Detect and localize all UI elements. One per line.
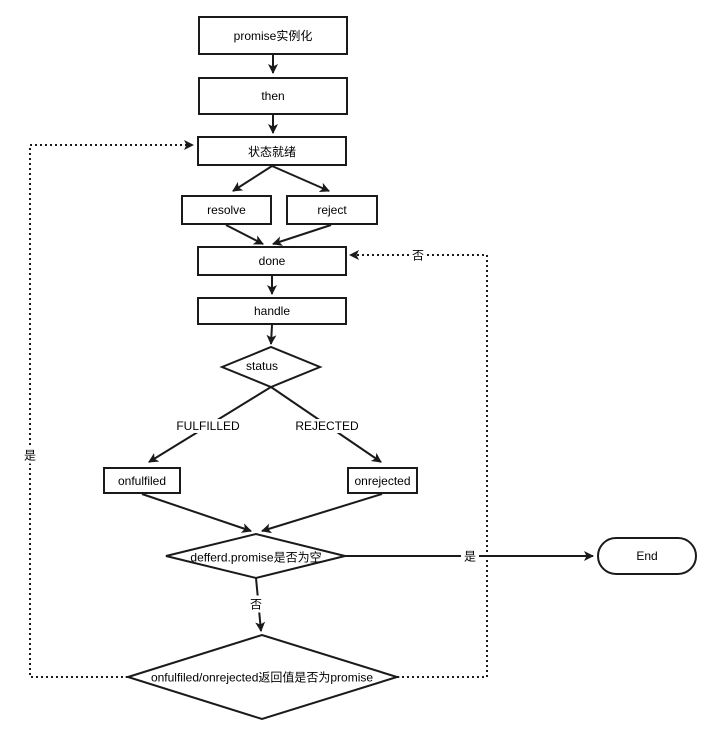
edge-reject-to-done: [272, 224, 332, 246]
node-onfulfiled-label: onfulfiled: [117, 473, 167, 488]
decision-status-label: status: [245, 359, 279, 373]
node-promise-init-label: promise实例化: [233, 29, 313, 43]
edge-onrejected-to-deferred: [261, 493, 383, 534]
node-reject: reject: [286, 195, 378, 225]
edge-resolve-to-done: [225, 224, 264, 245]
decision-shapes: [124, 345, 401, 721]
edge-return-yes-loop-to-ready: [29, 140, 194, 678]
edge-label-no-right-loop: 否: [408, 246, 428, 264]
edge-onfulfiled-to-deferred: [141, 493, 252, 533]
edge-label-no-down: 否: [246, 595, 266, 613]
diamond-return-check-shape: [124, 633, 401, 721]
node-resolve-label: resolve: [207, 203, 246, 217]
edge-return-no-loop-to-done: [349, 250, 488, 678]
node-done: done: [197, 246, 347, 276]
node-handle: handle: [197, 297, 347, 325]
diamond-deferred-shape: [165, 532, 346, 580]
node-onfulfiled: onfulfiled: [103, 467, 181, 494]
node-then: then: [198, 77, 348, 115]
node-promise-init: promise实例化: [198, 16, 348, 55]
decision-return-check-label: onfulfiled/onrejected返回值是否为promise: [150, 670, 374, 685]
node-status-ready-label: 状态就绪: [247, 144, 296, 159]
edge-ready-to-resolve: [232, 165, 273, 192]
edge-label-yes-left-loop: 是: [20, 446, 40, 464]
node-end-label: End: [636, 549, 658, 563]
node-onrejected-label: onrejected: [354, 473, 411, 488]
node-end: End: [597, 537, 697, 575]
edge-label-fulfilled: FULFILLED: [173, 419, 243, 433]
edge-label-rejected: REJECTED: [292, 419, 362, 433]
decision-deferred-label: defferd.promise是否为空: [190, 550, 322, 565]
node-resolve: resolve: [181, 195, 272, 225]
diamond-status-shape: [219, 345, 323, 389]
node-status-ready: 状态就绪: [197, 136, 347, 166]
node-done-label: done: [258, 254, 286, 268]
edge-handle-to-status: [266, 324, 277, 345]
node-handle-label: handle: [253, 304, 291, 318]
node-reject-label: reject: [317, 203, 347, 217]
edge-ready-to-reject: [271, 165, 330, 192]
node-onrejected: onrejected: [347, 467, 418, 494]
edge-label-yes-to-end: 是: [460, 547, 480, 565]
node-then-label: then: [261, 89, 285, 103]
